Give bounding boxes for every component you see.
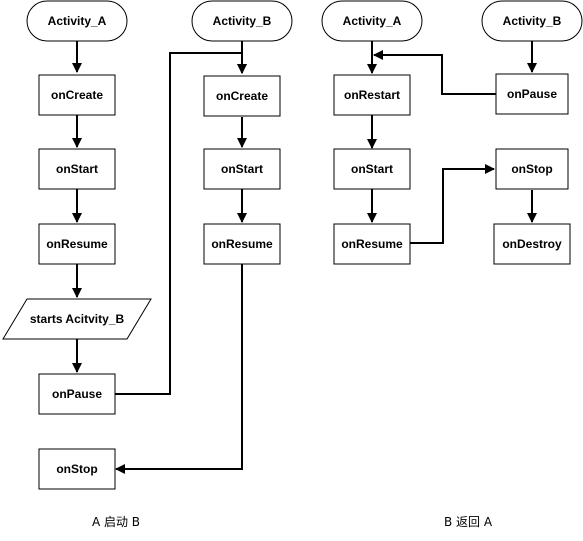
ra-onstart-label: onStart xyxy=(351,162,393,176)
left-caption: A 启动 B xyxy=(92,515,140,529)
rb-onstop-label: onStop xyxy=(511,162,552,176)
a-onstart-node xyxy=(38,148,116,190)
ra-start-label: Activity_A xyxy=(343,14,402,28)
ra-onrestart-label: onRestart xyxy=(344,88,400,102)
ra-onresume-label: onResume xyxy=(341,237,403,251)
rb-start-label: Activity_B xyxy=(503,14,562,28)
edge-b-onresume-to-a-onstop xyxy=(115,264,243,474)
a-onstart-label: onStart xyxy=(56,162,98,176)
a-onresume-node xyxy=(38,223,116,265)
b-oncreate-node xyxy=(203,75,281,117)
b-onresume-node xyxy=(203,223,281,265)
connectors xyxy=(72,40,537,474)
b-onstart-node xyxy=(203,148,281,190)
left-flow: Activity_A onCreate onStart onResume sta… xyxy=(2,0,152,529)
a-starts-b-node xyxy=(2,298,152,340)
rb-onpause-label: onPause xyxy=(507,87,557,101)
b-oncreate-label: onCreate xyxy=(216,89,268,103)
edge-rb-onpause-to-a xyxy=(373,50,496,95)
right-caption: B 返回 A xyxy=(444,515,493,529)
return-flow: Activity_A onRestart onStart onResume Ac… xyxy=(321,0,583,529)
ra-onrestart-node xyxy=(333,74,411,116)
ra-start-node xyxy=(321,0,423,42)
edge-ra-onresume-to-b-onstop xyxy=(409,164,495,244)
a-onresume-label: onResume xyxy=(46,237,108,251)
b-onstart-label: onStart xyxy=(221,162,263,176)
ra-onstart-node xyxy=(333,148,411,190)
b-start-node xyxy=(191,0,293,42)
a-start-node xyxy=(26,0,128,42)
a-onpause-node xyxy=(38,373,116,415)
a-starts-b-label: starts Acitvity_B xyxy=(30,312,125,326)
rb-ondestroy-label: onDestroy xyxy=(502,237,562,251)
b-onresume-label: onResume xyxy=(211,237,273,251)
a-oncreate-node xyxy=(38,74,116,116)
launched-flow: Activity_B onCreate onStart onResume xyxy=(191,0,293,265)
ra-onresume-node xyxy=(333,223,411,265)
a-onstop-node xyxy=(38,448,116,490)
a-onpause-label: onPause xyxy=(52,387,102,401)
b-start-label: Activity_B xyxy=(213,14,272,28)
a-oncreate-label: onCreate xyxy=(51,88,103,102)
rb-onpause-node xyxy=(495,73,569,115)
rb-onstop-node xyxy=(495,148,569,190)
a-start-label: Activity_A xyxy=(48,14,107,28)
rb-ondestroy-node xyxy=(493,223,571,265)
rb-start-node xyxy=(481,0,583,42)
a-onstop-label: onStop xyxy=(56,462,97,476)
